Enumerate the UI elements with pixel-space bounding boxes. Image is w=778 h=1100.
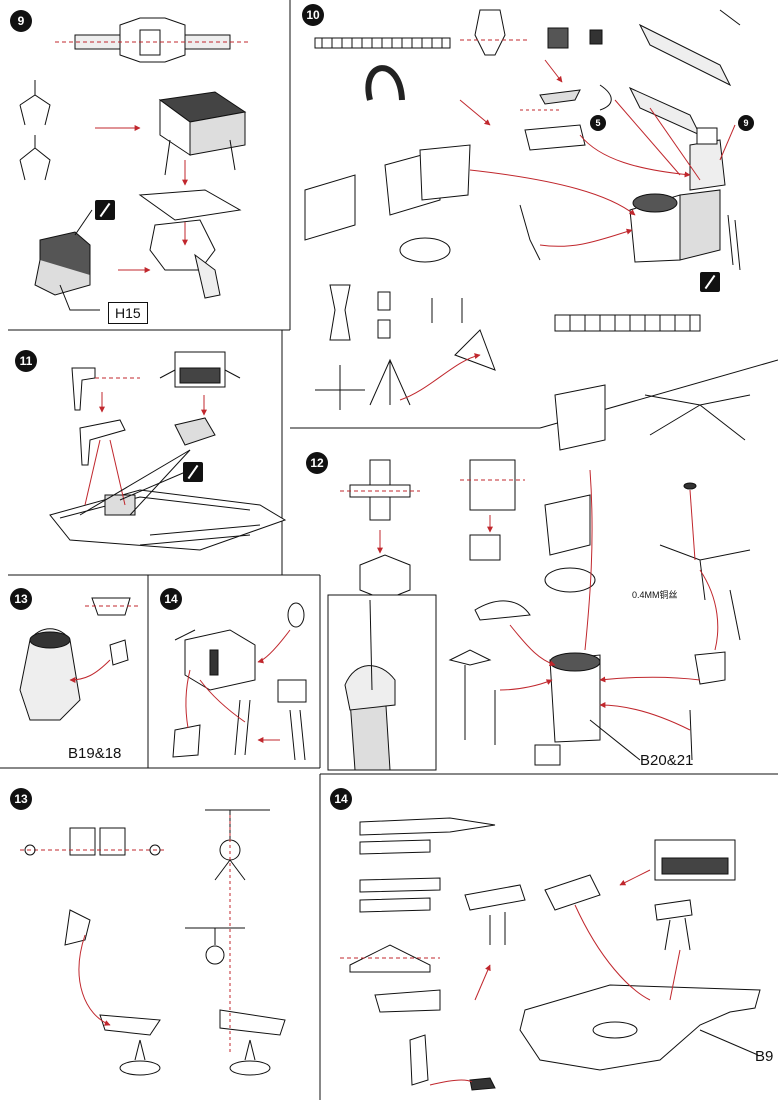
step12-drawings <box>327 384 751 771</box>
step13b-drawings <box>20 809 286 1076</box>
part-label-b19-18: B19&18 <box>68 745 122 762</box>
step-number-13-bottom: 13 <box>10 788 32 810</box>
wire-spec-label: 0.4MM铜丝 <box>632 590 678 600</box>
ref-number-9: 9 <box>738 115 754 131</box>
step-number-14-bottom: 14 <box>330 788 352 810</box>
step-number-9: 9 <box>10 10 32 32</box>
part-label-h15: H15 <box>108 302 148 324</box>
step-number-14-top: 14 <box>160 588 182 610</box>
step11-drawings <box>49 351 287 551</box>
step9-drawings <box>19 17 250 311</box>
step-number-12: 12 <box>306 452 328 474</box>
step-number-10: 10 <box>302 4 324 26</box>
cut-badge-icon <box>95 200 115 220</box>
step-number-11: 11 <box>15 350 37 372</box>
step-number-13-top: 13 <box>10 588 32 610</box>
step14b-drawings <box>340 817 761 1091</box>
ref-number-5: 5 <box>590 115 606 131</box>
step13a-drawings <box>19 597 140 721</box>
step14a-drawings <box>172 602 307 761</box>
cut-badge-icon <box>700 272 720 292</box>
step10-drawings <box>304 9 741 410</box>
part-label-b20-21: B20&21 <box>640 752 694 769</box>
part-label-b9: B9 <box>755 1048 774 1065</box>
cut-badge-icon <box>183 462 203 482</box>
